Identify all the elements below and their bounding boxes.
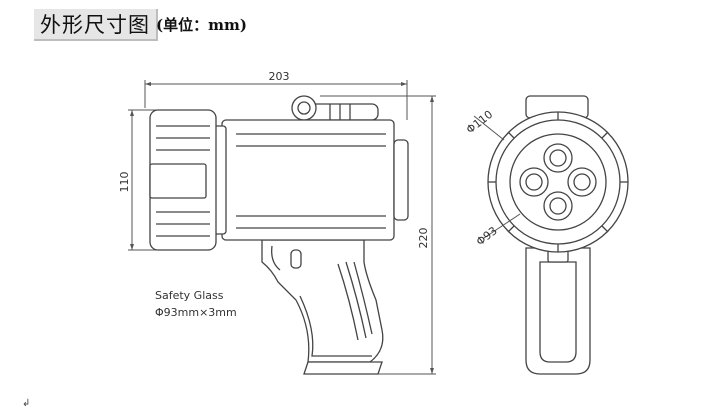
head-height-label: 110	[118, 172, 131, 193]
head-window	[149, 163, 207, 199]
length-arrow-left	[145, 82, 151, 86]
glass-note-line1: Safety Glass	[155, 289, 224, 302]
glass-note-line2: Φ93mm×3mm	[155, 306, 237, 319]
main-body	[221, 119, 395, 241]
trigger-switch	[290, 249, 302, 269]
corner-mark: ↲	[22, 398, 31, 409]
outer-diameter-label: Φ110	[464, 108, 495, 137]
front-view: Φ110 Φ93	[464, 95, 629, 375]
led-right-inner	[573, 173, 591, 191]
grip-ridge-3	[353, 261, 373, 335]
lens-diameter-leader	[483, 213, 521, 239]
grip-ridge-2	[345, 261, 367, 339]
trigger-guard	[271, 245, 281, 271]
handle-pivot-knob	[291, 95, 317, 121]
title-box: 外形尺寸图	[34, 9, 158, 41]
outer-diameter-leader	[473, 115, 505, 141]
total-height-label: 220	[417, 228, 430, 249]
grip-inner-outline	[299, 295, 372, 357]
led-reflector-right	[567, 167, 597, 197]
led-bottom-inner	[549, 197, 567, 215]
led-reflector-left	[519, 167, 549, 197]
led-top-inner	[549, 149, 567, 167]
led-reflector-top	[543, 143, 573, 173]
handle-base	[303, 361, 383, 375]
head-height-arrow-top	[130, 110, 134, 116]
length-arrow-right	[401, 82, 407, 86]
led-left-inner	[525, 173, 543, 191]
lens-diameter-label: Φ93	[474, 224, 500, 248]
grip-ridge-1	[337, 263, 359, 341]
drawing-title: 外形尺寸图	[40, 13, 150, 37]
total-height-arrow-top	[430, 96, 434, 102]
front-lens	[509, 133, 607, 231]
total-height-arrow-bottom	[430, 368, 434, 374]
unit-note: (单位：mm)	[156, 16, 247, 34]
rear-cap	[393, 139, 409, 221]
front-handle-inner	[539, 261, 577, 363]
head-height-arrow-bottom	[130, 244, 134, 250]
handle-pivot-hole	[297, 101, 311, 115]
led-reflector-bottom	[543, 191, 573, 221]
side-view: 203 110 220	[118, 70, 436, 375]
length-label: 203	[269, 70, 290, 83]
front-handle	[525, 247, 591, 375]
